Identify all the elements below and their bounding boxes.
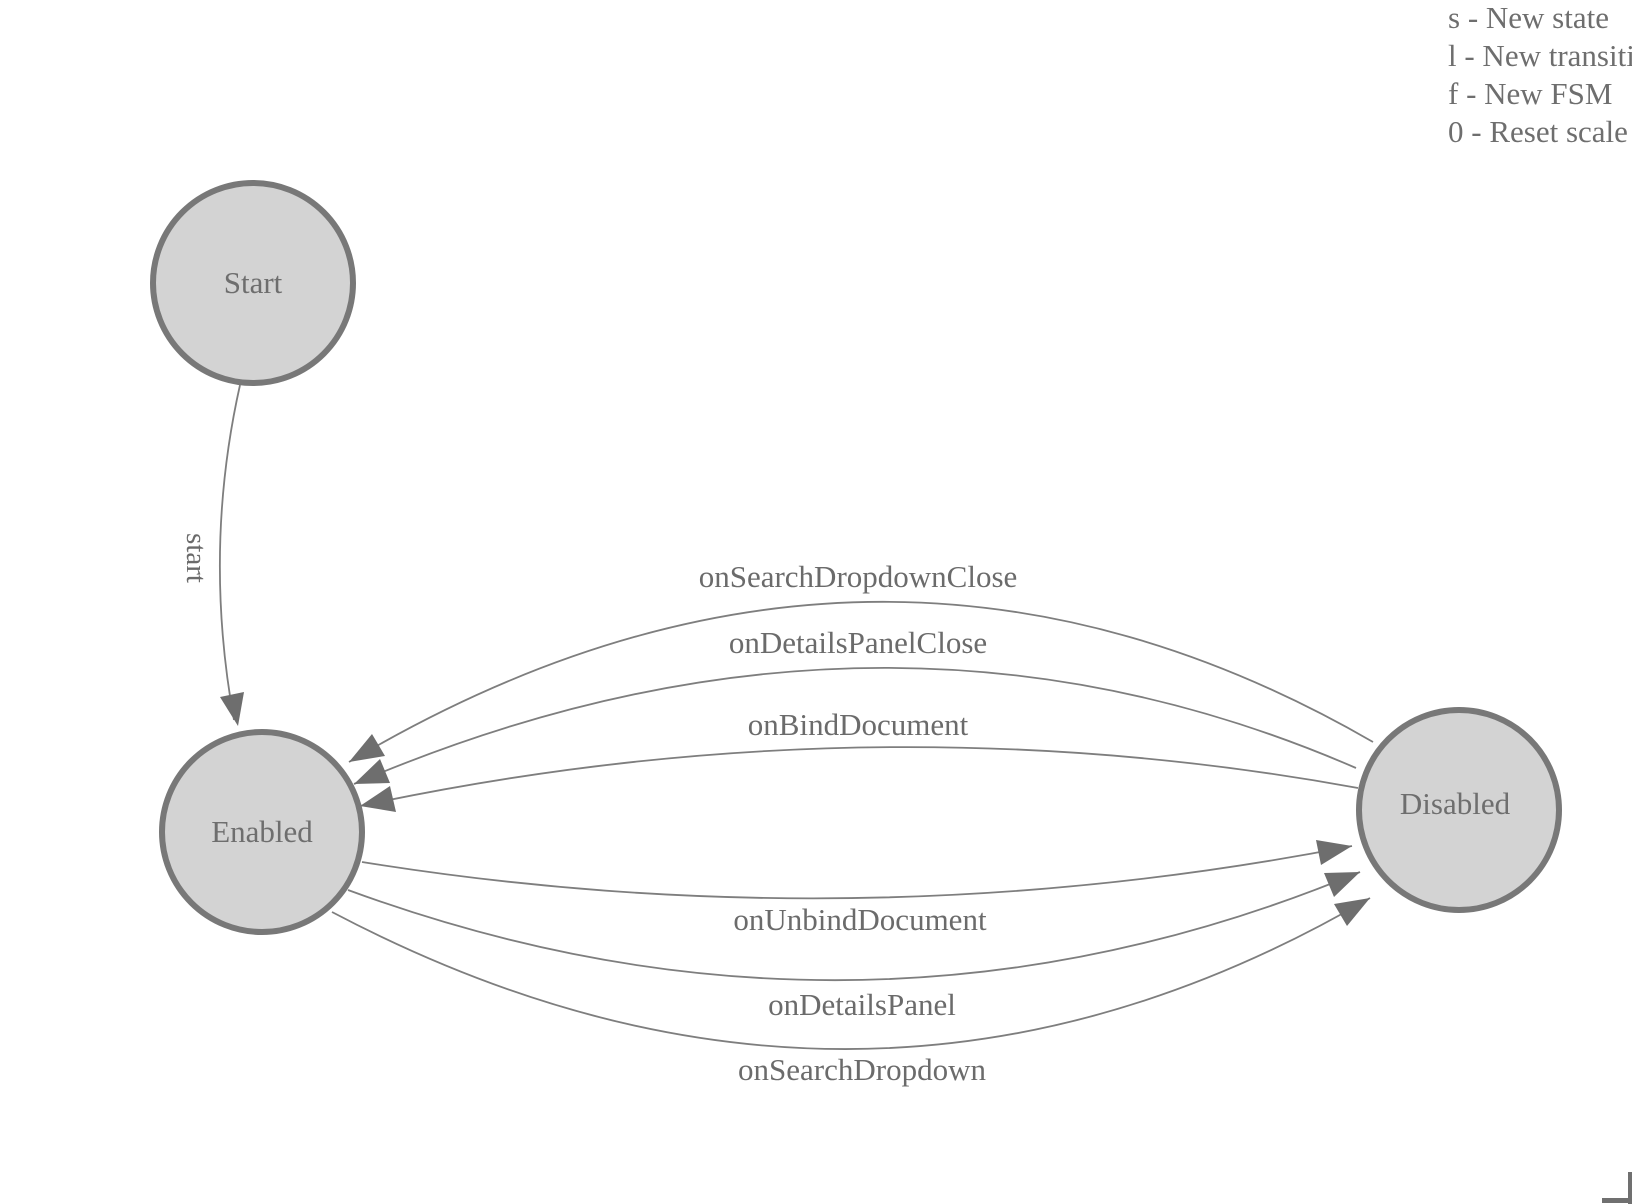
edge-start-to-enabled[interactable] — [218, 384, 241, 721]
arrowhead-onSearchDropdownClose — [349, 734, 385, 762]
edge-label-onSearchDropdown: onSearchDropdown — [738, 1052, 986, 1087]
arrowhead-onDetailsPanelClose — [354, 759, 390, 784]
canvas-corner-horizontal — [1602, 1198, 1632, 1203]
edge-onUnbindDocument[interactable] — [361, 845, 1353, 900]
legend-line-new-fsm: f - New FSM — [1448, 76, 1613, 111]
arrowhead-onDetailsPanel — [1324, 872, 1360, 897]
edge-label-onDetailsPanel: onDetailsPanel — [768, 987, 956, 1022]
canvas-corner-vertical — [1628, 1172, 1632, 1204]
legend-line-new-state: s - New state — [1448, 0, 1609, 35]
state-label-enabled: Enabled — [211, 814, 313, 849]
edge-label-onSearchDropdownClose: onSearchDropdownClose — [699, 559, 1018, 594]
edge-onSearchDropdown[interactable] — [331, 897, 1371, 1050]
edge-label-onBindDocument: onBindDocument — [748, 707, 969, 742]
edge-label-onDetailsPanelClose: onDetailsPanelClose — [729, 625, 987, 660]
arrowhead-onBindDocument — [360, 786, 396, 812]
state-node-disabled[interactable] — [1356, 707, 1562, 913]
edge-onBindDocument[interactable] — [359, 746, 1359, 807]
state-node-enabled[interactable] — [159, 729, 365, 935]
edge-onDetailsPanelClose[interactable] — [353, 666, 1357, 785]
arrowhead-start-to-enabled — [220, 692, 244, 726]
state-label-disabled: Disabled — [1400, 786, 1511, 821]
arrowhead-onUnbindDocument — [1316, 840, 1352, 865]
legend-line-new-transition: l - New transition — [1448, 38, 1632, 73]
edge-onDetailsPanel[interactable] — [347, 871, 1361, 982]
edge-onSearchDropdownClose[interactable] — [348, 601, 1374, 763]
edge-label-start: start — [180, 533, 212, 583]
state-label-start: Start — [224, 265, 283, 300]
edge-label-onUnbindDocument: onUnbindDocument — [733, 902, 987, 937]
shortcut-legend: s - New state l - New transition f - New… — [1448, 0, 1632, 151]
legend-line-reset-scale: 0 - Reset scale — [1448, 114, 1628, 149]
arrowhead-onSearchDropdown — [1334, 898, 1370, 926]
state-node-start[interactable] — [150, 180, 356, 386]
